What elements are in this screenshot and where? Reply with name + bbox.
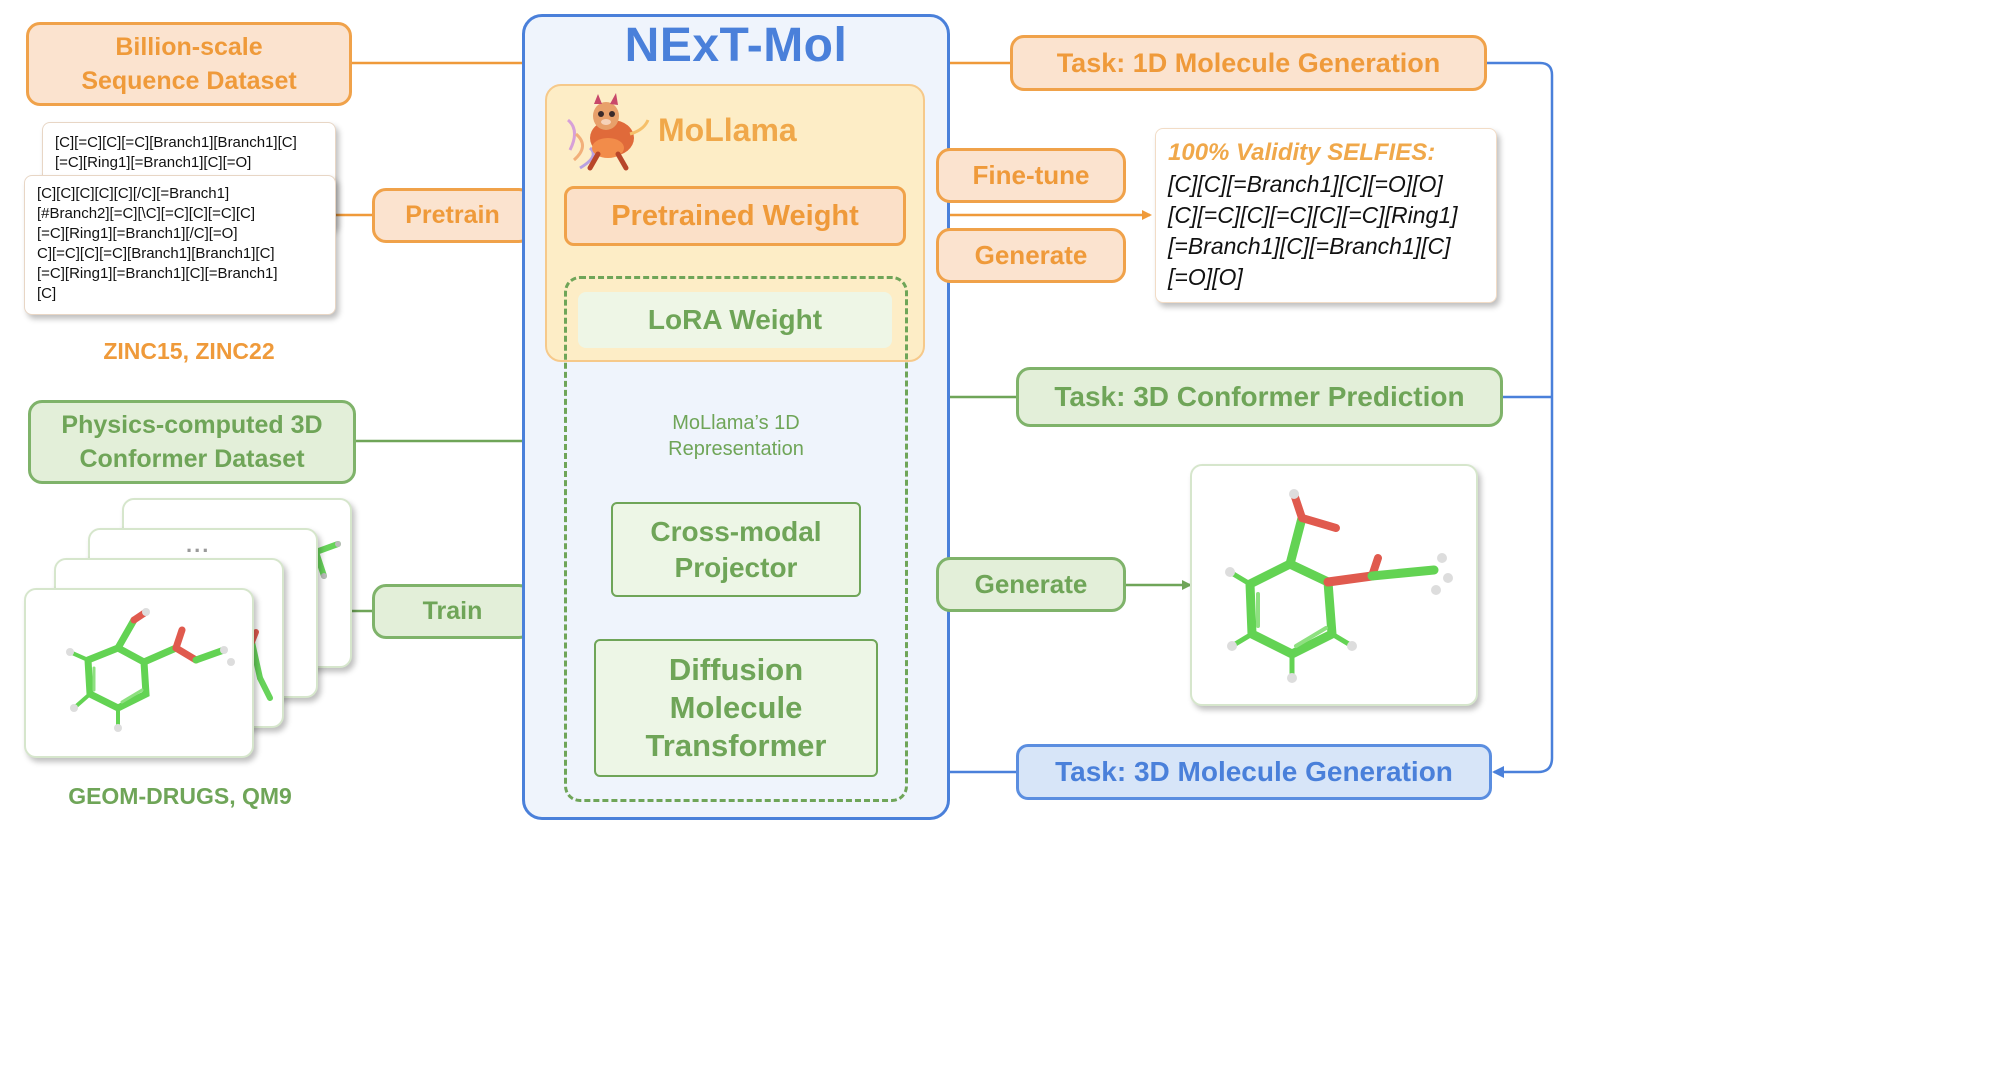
llama-icon: [566, 93, 650, 171]
cross-modal-projector-box: Cross-modal Projector: [611, 502, 861, 597]
trainable-region: [564, 276, 908, 802]
sequence-text-back: [C][=C][C][=C][Branch1][Branch1][C] [=C]…: [55, 134, 297, 171]
mollama-title: MoLlama: [658, 112, 797, 148]
conformer-dataset-box: Physics-computed 3D Conformer Dataset: [28, 400, 356, 484]
generated-molecule-card: [1190, 464, 1478, 706]
molecule-card-front: [24, 588, 254, 758]
nextmol-title: NExT-Mol: [624, 19, 848, 72]
arrow-task1d-to-task3d: [1487, 61, 1554, 778]
zinc-label: ZINC15, ZINC22: [103, 338, 275, 364]
sequence-text-front: [C][C][C][C][C][/C][=Branch1] [#Branch2]…: [37, 185, 278, 302]
generate-1d-box: Generate: [936, 228, 1126, 283]
validity-sequence: [C][C][=Branch1][C][=O][O] [C][=C][C][=C…: [1168, 171, 1458, 290]
task-1d-generation-box: Task: 1D Molecule Generation: [1010, 35, 1487, 91]
lora-weight-box: LoRA Weight: [578, 292, 892, 348]
geom-label: GEOM-DRUGS, QM9: [68, 783, 292, 809]
diffusion-molecule-transformer-box: Diffusion Molecule Transformer: [594, 639, 878, 777]
train-box: Train: [372, 584, 533, 639]
molecule-3d-icon: [66, 608, 235, 732]
generated-molecule-3d-icon: [1225, 489, 1453, 683]
representation-label: MoLlama’s 1D Representation: [668, 412, 804, 460]
generate-3d-box: Generate: [936, 557, 1126, 612]
stack-ellipsis: ...: [186, 532, 211, 557]
sequence-dataset-box: Billion-scale Sequence Dataset: [26, 22, 352, 106]
pretrain-box: Pretrain: [372, 188, 533, 243]
pretrained-weight-box: Pretrained Weight: [564, 186, 906, 246]
task-3d-generation-box: Task: 3D Molecule Generation: [1016, 744, 1492, 800]
task-conformer-prediction-box: Task: 3D Conformer Prediction: [1016, 367, 1503, 427]
finetune-box: Fine-tune: [936, 148, 1126, 203]
sequence-card-front: [C][C][C][C][C][/C][=Branch1] [#Branch2]…: [24, 175, 336, 315]
validity-title: 100% Validity SELFIES:: [1168, 139, 1436, 166]
validity-card: 100% Validity SELFIES: [C][C][=Branch1][…: [1155, 128, 1497, 303]
